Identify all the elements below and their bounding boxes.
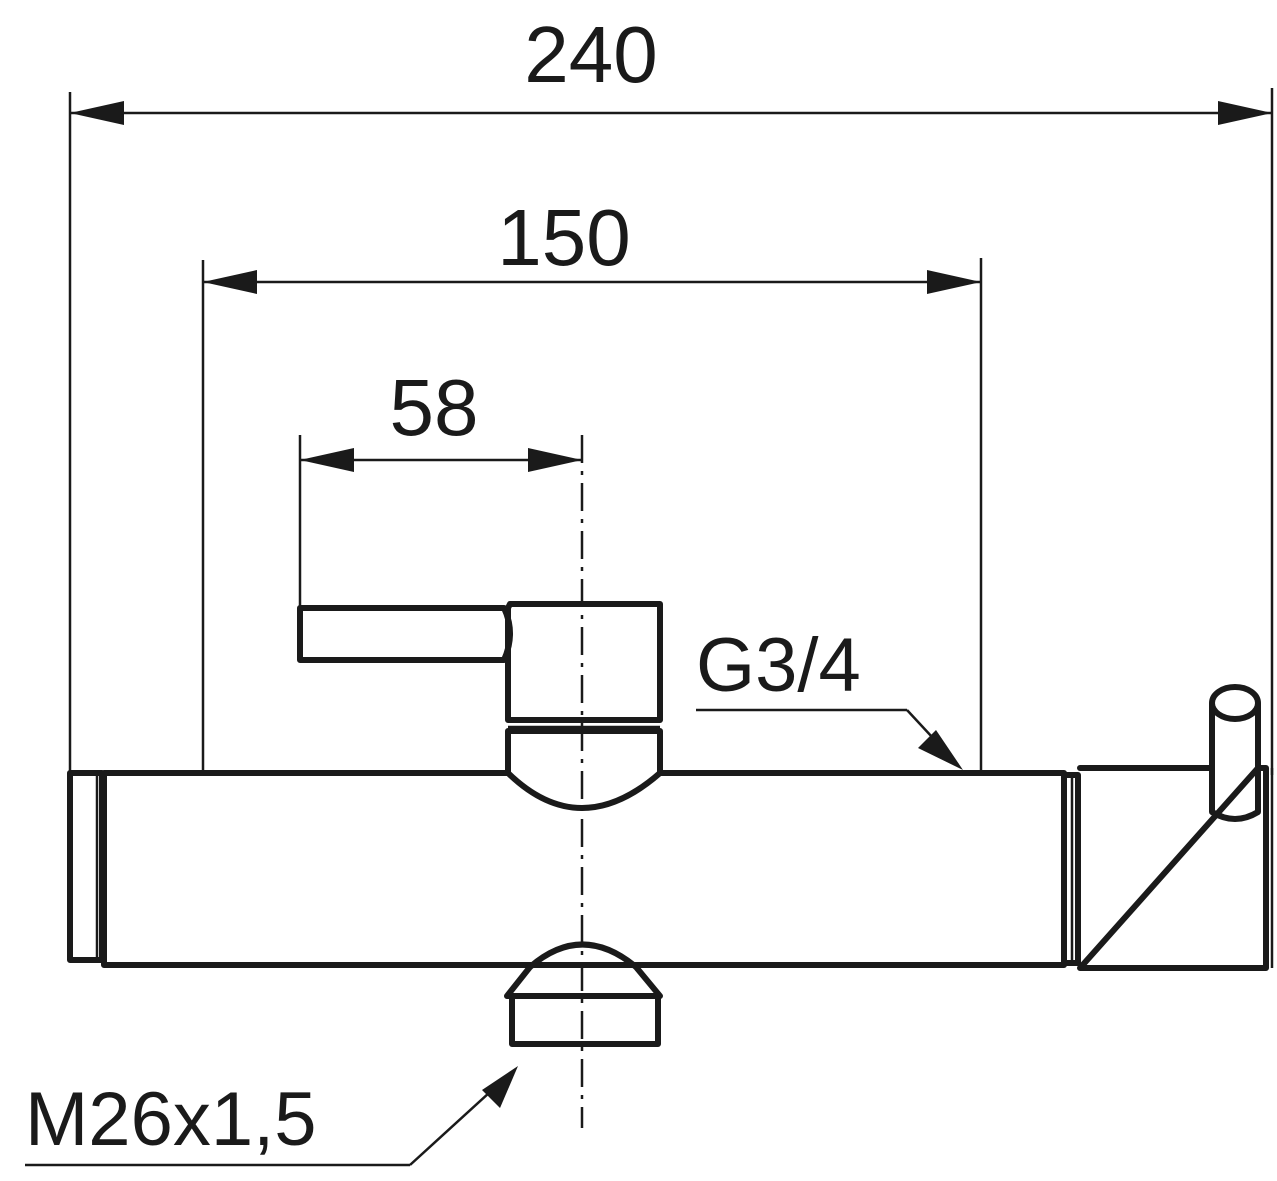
dimension-handle-offset: 58: [298, 363, 582, 608]
dimension-label-58: 58: [390, 363, 479, 452]
callout-arrowhead: [482, 1066, 518, 1108]
callout-label-m26: M26x1,5: [25, 1077, 317, 1162]
outlet-taper: [504, 964, 663, 999]
outlet-thread-body: [509, 993, 661, 1047]
arrowhead-right: [528, 448, 582, 472]
knob-stem: [1209, 701, 1261, 822]
callout-outlet-thread: M26x1,5: [25, 1066, 518, 1167]
dimension-label-150: 150: [497, 193, 630, 282]
diverter-knob: [1209, 684, 1261, 822]
outlet-nozzle: [504, 941, 663, 1047]
handle-housing: [505, 601, 663, 723]
callout-inlet-thread: G3/4: [696, 623, 963, 770]
arrowhead-left: [300, 448, 354, 472]
mixing-handle: [297, 601, 663, 811]
arrowhead-left: [203, 270, 257, 294]
arrowhead-right: [927, 270, 981, 294]
arrowhead-left: [70, 101, 124, 125]
arrowhead-right: [1218, 101, 1272, 125]
handle-lever: [297, 605, 513, 663]
handle-collar: [505, 728, 663, 811]
mixer-body: [67, 765, 1274, 971]
knob-top: [1209, 684, 1261, 722]
callout-label-g34: G3/4: [696, 623, 861, 708]
dimension-label-240: 240: [524, 10, 657, 99]
main-cylinder: [101, 770, 1067, 968]
dimension-overall-width: 240: [68, 10, 1274, 775]
dimension-inlet-spacing: 150: [201, 193, 983, 775]
callout-arrowhead: [918, 730, 963, 770]
right-end-section: [1077, 765, 1269, 971]
outlet-dome: [527, 941, 639, 970]
